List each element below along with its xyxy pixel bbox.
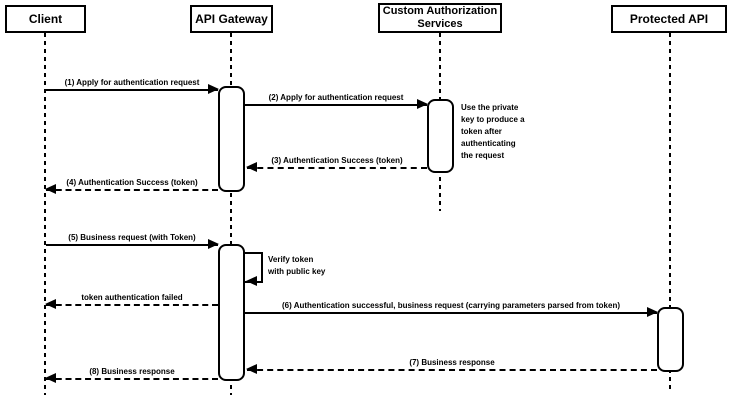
message-label: (6) Authentication successful, business …: [281, 301, 621, 310]
actor-box-protected-api: Protected API: [611, 5, 727, 33]
message-label: (2) Apply for authentication request: [268, 93, 404, 102]
note-private-key: Use the private key to produce a token a…: [461, 103, 525, 160]
actor-box-client: Client: [5, 5, 86, 33]
arrow-line-dashed: [46, 378, 218, 380]
arrowhead-right-icon: [647, 307, 658, 317]
activation-bar-protected-api: [657, 307, 684, 372]
message-label: (1) Apply for authentication request: [64, 78, 200, 87]
arrow-line-dashed: [46, 304, 218, 306]
arrow-line: [245, 312, 657, 314]
message-label: (3) Authentication Success (token): [271, 156, 403, 165]
arrowhead-left-icon: [246, 364, 257, 374]
actor-box-custom-authorization-services: Custom Authorization Services: [378, 3, 502, 33]
lifeline-api-gateway: [230, 33, 232, 395]
arrow-line-dashed: [247, 167, 427, 169]
arrowhead-left-icon: [45, 373, 56, 383]
actor-label-protected-api: Protected API: [629, 11, 709, 26]
activation-bar-api-gateway-business: [218, 244, 245, 381]
arrowhead-left-icon: [246, 162, 257, 172]
arrow-line-dashed: [247, 369, 657, 371]
arrowhead-right-icon: [208, 84, 219, 94]
lifeline-protected-api: [669, 33, 671, 390]
message-label: (4) Authentication Success (token): [66, 178, 198, 187]
arrowhead-left-icon: [45, 184, 56, 194]
message-label: (5) Business request (with Token): [68, 233, 196, 242]
message-label: token authentication failed: [81, 293, 183, 302]
actor-label-custom-authorization-services: Custom Authorization Services: [382, 4, 498, 30]
arrow-line: [46, 244, 218, 246]
arrowhead-left-icon: [246, 276, 257, 286]
arrow-line-dashed: [46, 189, 218, 191]
activation-bar-custom-authorization-services: [427, 99, 454, 173]
lifeline-client: [44, 33, 46, 395]
arrowhead-right-icon: [208, 239, 219, 249]
actor-label-api-gateway: API Gateway: [195, 11, 268, 26]
arrowhead-right-icon: [417, 99, 428, 109]
actor-box-api-gateway: API Gateway: [190, 5, 273, 33]
arrow-line: [245, 104, 427, 106]
message-label: (8) Business response: [89, 367, 175, 376]
self-message-label: Verify token with public key: [268, 255, 326, 276]
activation-bar-api-gateway-auth: [218, 86, 245, 192]
message-label: (7) Business response: [409, 358, 495, 367]
actor-label-client: Client: [28, 11, 63, 26]
arrowhead-left-icon: [45, 299, 56, 309]
arrow-line: [46, 89, 218, 91]
